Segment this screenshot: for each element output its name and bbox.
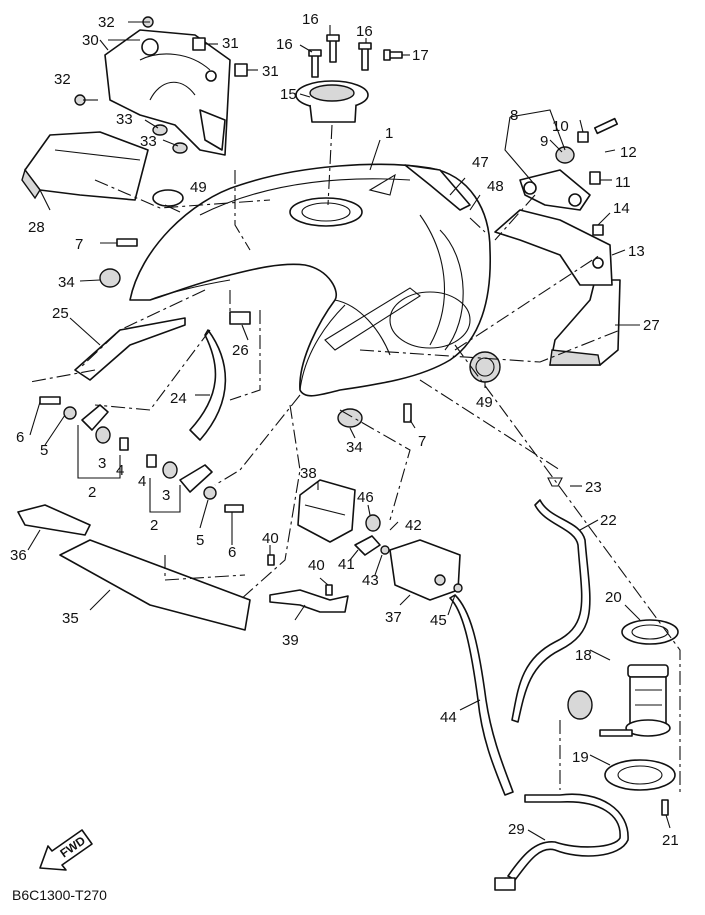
callout-16: 16 (276, 36, 293, 53)
callout-45: 45 (430, 612, 447, 629)
callout-5: 5 (40, 442, 48, 459)
callout-29: 29 (508, 821, 525, 838)
callout-36: 36 (10, 547, 27, 564)
fuel-pump-18 (567, 664, 671, 737)
gasket-20 (621, 619, 679, 645)
callout-33: 33 (116, 111, 133, 128)
connector-29 (494, 877, 516, 891)
tank-trim (404, 164, 471, 211)
side-cover-right (549, 279, 621, 366)
callout-labels: 1 2 2 3 3 4 4 5 5 6 6 7 7 8 9 10 11 12 1… (10, 11, 679, 849)
callout-3: 3 (162, 487, 170, 504)
callout-19: 19 (572, 749, 589, 766)
callout-24: 24 (170, 390, 187, 407)
callout-7: 7 (418, 433, 426, 450)
bracket-39 (269, 589, 349, 613)
callout-4: 4 (138, 473, 146, 490)
screw-21 (661, 799, 669, 816)
callout-47: 47 (472, 154, 489, 171)
callout-1: 1 (385, 125, 393, 142)
diagram-code: B6C1300-T270 (12, 887, 107, 903)
hose-22 (511, 499, 591, 723)
callout-32: 32 (98, 14, 115, 31)
callout-12: 12 (620, 144, 637, 161)
leader-lines (27, 21, 671, 841)
callout-9: 9 (540, 133, 548, 150)
fuel-tank (129, 163, 492, 397)
callout-39: 39 (282, 632, 299, 649)
callout-17: 17 (412, 47, 429, 64)
callout-28: 28 (28, 219, 45, 236)
callout-4: 4 (116, 462, 124, 479)
callout-7: 7 (75, 236, 83, 253)
callout-18: 18 (575, 647, 592, 664)
callout-48: 48 (487, 178, 504, 195)
hose-44 (449, 594, 514, 796)
callout-26: 26 (232, 342, 249, 359)
callout-31: 31 (222, 35, 239, 52)
callout-2: 2 (150, 517, 158, 534)
plate-19 (604, 759, 676, 791)
callout-40: 40 (262, 530, 279, 547)
callout-13: 13 (628, 243, 645, 260)
callout-43: 43 (362, 572, 379, 589)
callout-34: 34 (346, 439, 363, 456)
callout-42: 42 (405, 517, 422, 534)
callout-6: 6 (228, 544, 236, 561)
callout-40: 40 (308, 557, 325, 574)
pad-36 (17, 504, 91, 536)
clip-23 (547, 477, 563, 487)
callout-10: 10 (552, 118, 569, 135)
callout-16: 16 (302, 11, 319, 28)
callout-14: 14 (613, 200, 630, 217)
callout-21: 21 (662, 832, 679, 849)
callout-49: 49 (190, 179, 207, 196)
callout-8: 8 (510, 107, 518, 124)
callout-31: 31 (262, 63, 279, 80)
cap-bolts (308, 34, 403, 78)
side-cover-left (21, 131, 149, 201)
callout-41: 41 (338, 556, 355, 573)
pad-26 (229, 311, 251, 325)
callout-20: 20 (605, 589, 622, 606)
canister-38 (297, 479, 356, 543)
callout-32: 32 (54, 71, 71, 88)
callout-25: 25 (52, 305, 69, 322)
callout-11: 11 (615, 174, 631, 191)
callout-38: 38 (300, 465, 317, 482)
callout-22: 22 (600, 512, 617, 529)
canister-37 (389, 539, 461, 601)
pad-35 (59, 539, 251, 631)
hoses-41-46 (267, 514, 463, 596)
upper-cover (104, 29, 231, 156)
callout-30: 30 (82, 32, 99, 49)
callout-23: 23 (585, 479, 602, 496)
callout-46: 46 (357, 489, 374, 506)
callout-6: 6 (16, 429, 24, 446)
mount-group-right (146, 454, 244, 513)
callout-35: 35 (62, 610, 79, 627)
callout-15: 15 (280, 86, 297, 103)
emblem-49 (152, 189, 501, 383)
callout-16: 16 (356, 23, 373, 40)
fwd-arrow: FWD (39, 829, 93, 871)
wire-lead-29 (507, 793, 629, 881)
fuel-cap-assembly (295, 80, 369, 123)
callout-2: 2 (88, 484, 96, 501)
alignment-lines (29, 124, 681, 795)
damper-34 (99, 268, 363, 428)
callout-5: 5 (196, 532, 204, 549)
mount-group-left (39, 396, 129, 451)
callout-27: 27 (643, 317, 660, 334)
callout-49: 49 (476, 394, 493, 411)
callout-44: 44 (440, 709, 457, 726)
callout-37: 37 (385, 609, 402, 626)
callout-34: 34 (58, 274, 75, 291)
rail-24 (189, 329, 227, 441)
callout-33: 33 (140, 133, 157, 150)
callout-3: 3 (98, 455, 106, 472)
